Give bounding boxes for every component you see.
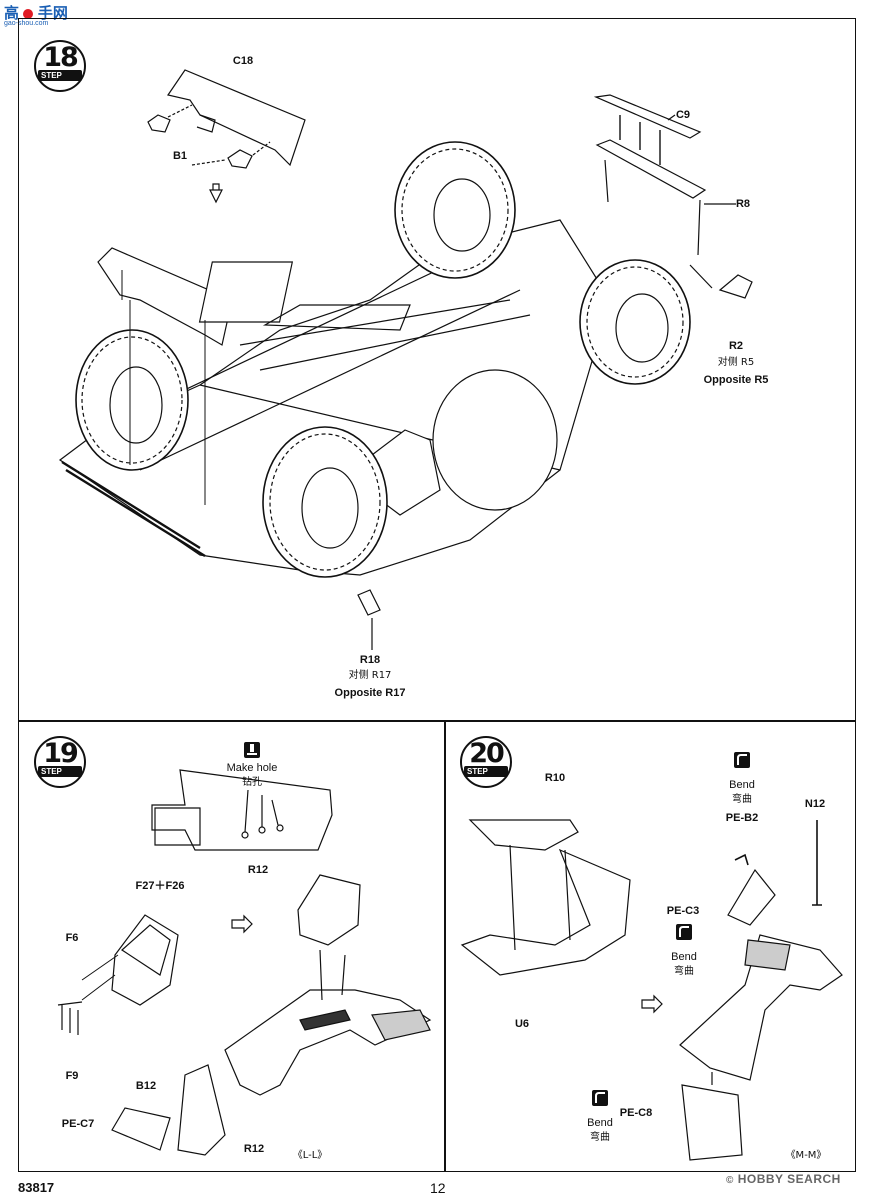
step18-step-word: STEP — [38, 70, 82, 81]
label-f9: F9 — [65, 1070, 79, 1082]
step20-step-word: STEP — [464, 766, 508, 777]
label-r2-en: Opposite R5 — [703, 374, 769, 386]
label-n12: N12 — [804, 798, 826, 810]
part-r10-u6 — [460, 819, 631, 976]
label-r18-cn: 对侧 R17 — [348, 670, 392, 681]
site-logo: 高 手网 gao-shou.com — [4, 2, 68, 27]
step18-number: 18 — [43, 42, 79, 73]
step19-panel — [18, 720, 446, 1172]
guide-line — [191, 159, 226, 166]
label-r18-en: Opposite R17 — [334, 687, 406, 699]
part-pe-b2 — [734, 853, 749, 866]
wheel-front-right — [262, 426, 388, 578]
wheel-rear-left — [394, 141, 516, 279]
label-c18: C18 — [232, 55, 254, 67]
label-pe-b2: PE-B2 — [725, 812, 759, 824]
bend-icon-2 — [676, 924, 692, 940]
logo-char: 高 — [4, 4, 20, 22]
part-b1-hooks — [147, 114, 253, 169]
label-bend-2: Bend — [671, 951, 697, 963]
logo-site-chars: 手网 — [37, 4, 68, 22]
jerrycan-left — [111, 914, 179, 1006]
watermark: © HOBBY SEARCH — [726, 1172, 841, 1186]
label-pe-c3: PE-C3 — [666, 905, 700, 917]
label-view-mm: 《M-M》 — [785, 1150, 827, 1161]
part-r8 — [595, 139, 707, 199]
label-r18: R18 — [359, 654, 381, 666]
label-f6: F6 — [65, 932, 79, 944]
part-r12-fender — [224, 989, 432, 1096]
part-n12 — [812, 820, 822, 906]
step18-badge: 18 STEP — [34, 40, 86, 92]
label-pe-c8: PE-C8 — [619, 1107, 653, 1119]
label-b1: B1 — [172, 150, 188, 162]
part-r2 — [718, 274, 753, 299]
part-r12-top — [151, 769, 333, 851]
logo-star-icon — [23, 8, 34, 19]
label-bend-3: Bend — [587, 1117, 613, 1129]
label-r2: R2 — [728, 340, 744, 352]
label-r12-top: R12 — [247, 864, 269, 876]
right-arrow-icon — [231, 914, 253, 934]
label-pe-c7: PE-C7 — [61, 1118, 95, 1130]
part-b12 — [177, 1064, 226, 1156]
spare-wheel — [432, 369, 558, 511]
label-f27-f26: F27＋F26 — [135, 880, 185, 892]
page-number: 12 — [430, 1180, 446, 1196]
part-f9-rack — [57, 1001, 83, 1035]
part-pe-c7 — [111, 1107, 171, 1151]
label-r10: R10 — [544, 772, 566, 784]
wheel-front-left — [75, 329, 189, 471]
label-make-hole: Make hole — [226, 762, 278, 774]
make-hole-icon — [244, 742, 260, 758]
part-c18-panel — [167, 69, 306, 167]
step19-number: 19 — [43, 738, 79, 769]
step19-step-word: STEP — [38, 766, 82, 777]
bend-icon-1 — [734, 752, 750, 768]
label-bend-1: Bend — [729, 779, 755, 791]
label-make-hole-cn: 钻孔 — [242, 777, 262, 788]
label-bend-1-cn: 弯曲 — [732, 794, 752, 805]
step20-badge: 20 STEP — [460, 736, 512, 788]
bend-icon-3 — [592, 1090, 608, 1106]
label-r8: R8 — [735, 198, 751, 210]
jerrycan-installed — [297, 874, 361, 946]
label-u6: U6 — [514, 1018, 530, 1030]
label-b12: B12 — [135, 1080, 157, 1092]
label-bend-2-cn: 弯曲 — [674, 966, 694, 977]
part-c18-installed — [97, 247, 233, 346]
part-pe-c3 — [727, 868, 776, 926]
step18-panel — [18, 18, 856, 722]
vehicle-chassis — [58, 219, 611, 576]
copyright-icon: © — [726, 1175, 734, 1186]
step20-panel — [444, 720, 856, 1172]
label-r2-cn: 对侧 R5 — [717, 357, 755, 368]
wheel-rear-right — [579, 259, 691, 385]
right-arrow-icon-2 — [641, 994, 663, 1014]
label-r12-bottom: R12 — [243, 1143, 265, 1155]
watermark-text: HOBBY SEARCH — [737, 1172, 841, 1186]
step20-number: 20 — [469, 738, 505, 769]
logo-url: gao-shou.com — [4, 20, 49, 27]
down-arrow-icon — [209, 183, 223, 204]
step19-badge: 19 STEP — [34, 736, 86, 788]
kit-number: 83817 — [18, 1180, 55, 1195]
part-c9 — [593, 94, 702, 139]
part-pe-c8 — [681, 1084, 743, 1161]
label-view-ll: 《L-L》 — [292, 1150, 328, 1161]
part-r18 — [357, 589, 381, 616]
label-c9: C9 — [675, 109, 691, 121]
part-fender-right — [679, 934, 843, 1081]
label-bend-3-cn: 弯曲 — [590, 1132, 610, 1143]
